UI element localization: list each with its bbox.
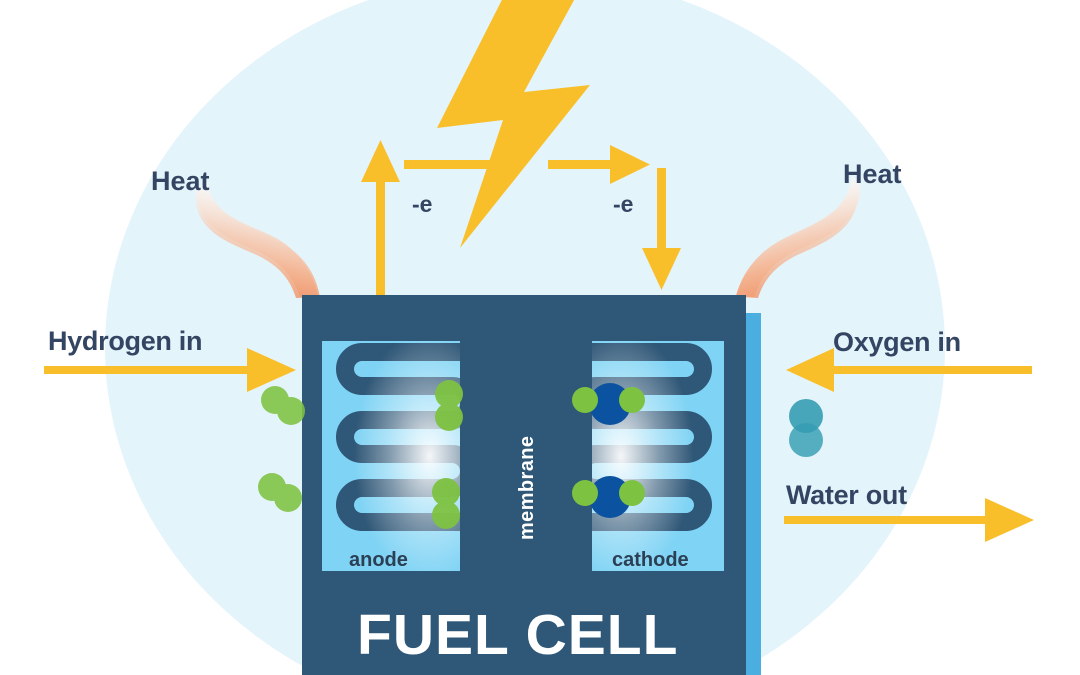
heat-left-label: Heat [151,166,210,196]
oxygen-in-arrow-icon [786,348,1032,392]
hydrogen-molecule-icon [258,473,302,512]
hydrogen-molecule-icon [261,386,305,425]
heat-right-label: Heat [843,159,902,189]
membrane-label: membrane [516,436,538,540]
electron-right-label: -e [613,191,633,217]
electron-right-arrow [548,145,650,184]
page-title: FUEL CELL [357,603,678,667]
oxygen-in-label: Oxygen in [833,327,961,357]
water-out-arrow-icon [784,498,1034,542]
circuit-wire-left [404,160,493,169]
cathode-label: cathode [612,549,689,571]
heat-plume-right-body [742,176,859,298]
water-molecule-icon [572,476,645,518]
hydrogen-in-label: Hydrogen in [48,326,202,356]
hydrogen-in-arrow-icon [44,348,296,392]
lightning-bolt-icon [437,0,590,248]
water-out-label: Water out [786,480,907,510]
heat-plume-left-body [195,182,320,298]
water-droplet-pair-icon [789,399,823,457]
electron-down-arrow [642,168,681,290]
cathode-panel: cathode [592,341,724,571]
electron-up-arrow [361,140,400,298]
water-molecule-icon [572,383,645,425]
cell-side-strip [744,313,761,675]
hydrogen-molecule-icon [432,478,460,529]
electron-left-label: -e [412,191,432,217]
anode-label: anode [349,549,408,571]
hydrogen-molecule-icon [435,380,463,431]
anode-panel: anode [322,341,460,571]
